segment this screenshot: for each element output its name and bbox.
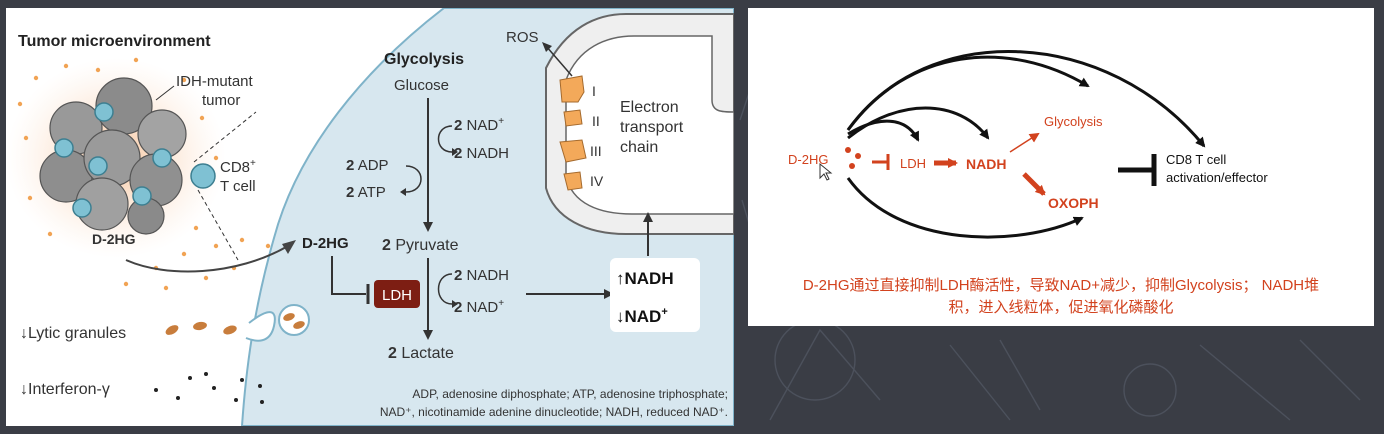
membrane-pocket: [245, 311, 276, 342]
footnote-line2: NAD⁺, nicotinamide adenine dinucleotide;…: [380, 405, 728, 419]
cd8-line2: activation/effector: [1166, 170, 1268, 185]
ros-arrow: [545, 45, 573, 77]
nadh-up-label: ↑NADH: [616, 269, 674, 288]
d2hg-entry-arrowhead: [282, 240, 296, 254]
complex-IV: IV: [590, 173, 604, 189]
cd8-line1: CD8 T cell: [1166, 152, 1226, 167]
tumor-cd8-cells: [54, 102, 172, 218]
atp-label: 2 ATP: [346, 184, 386, 201]
oxoph-label: OXOPH: [1048, 195, 1099, 211]
pyruvate-label: 2 Pyruvate: [382, 237, 459, 254]
figure-panel-right: D-2HG LDH NADH Glycolysis OXOPH CD8 T ce…: [748, 8, 1374, 326]
nadh-to-glycolysis-arrow: [1009, 132, 1040, 153]
lactate-arrowhead: [423, 330, 433, 340]
ros-label: ROS: [506, 29, 539, 46]
lytic-granules-icons: [165, 321, 237, 335]
mitochondrion-inner: [565, 35, 734, 215]
nadh-label: NADH: [966, 156, 1006, 172]
d2hg-left-label: D-2HG: [92, 231, 136, 247]
lactate-label: 2 Lactate: [388, 345, 454, 362]
to-nadh-box-arrowhead: [604, 289, 614, 299]
adp-label: 2 ADP: [346, 157, 389, 174]
cd8-label-line2: T cell: [220, 178, 256, 195]
d2hg-mid-label: D-2HG: [302, 235, 349, 252]
ldh-box-label: LDH: [382, 287, 412, 304]
complex-III: III: [590, 143, 602, 159]
interferon-label: ↓Interferon-γ: [20, 381, 110, 398]
idh-mutant-tumor-icon: [39, 77, 187, 235]
complex-I: I: [592, 83, 596, 99]
lytic-granules-label: ↓Lytic granules: [20, 325, 126, 342]
ldh-inhibition-line: [331, 256, 366, 295]
etc-label-3: chain: [620, 139, 658, 156]
idh-label-line1: IDH-mutant: [176, 73, 254, 90]
ldh-label: LDH: [900, 156, 926, 171]
nad-down-label: ↓NAD+: [616, 306, 668, 326]
interferon-dots: [154, 372, 264, 404]
nadh-nad-box: [610, 258, 700, 332]
mouse-cursor-icon: [819, 162, 833, 181]
etc-label-2: transport: [620, 119, 684, 136]
idh-label-line2: tumor: [202, 92, 240, 109]
etc-label-1: Electron: [620, 99, 679, 116]
nadh-to-mito-arrowhead: [643, 212, 653, 222]
adp-atp-reaction: [405, 165, 422, 193]
d2hg-dots: [17, 57, 271, 291]
zoom-line-top: [193, 111, 257, 163]
nadh-bottom-arrowhead: [452, 300, 458, 308]
caption-line2: 积，进入线粒体，促进氧化磷酸化: [948, 299, 1173, 316]
cd8-label-line1: CD8+: [220, 158, 256, 176]
figure-panel-left: Tumor microenvironment IDH-mutant tumor …: [6, 8, 734, 426]
ldh-box: [374, 280, 420, 308]
effect-arrows: [846, 50, 1206, 239]
caption-line1: D-2HG通过直接抑制LDH酶活性，导致NAD+减少，抑制Glycolysis；…: [803, 277, 1319, 294]
ros-arrowhead: [542, 42, 552, 52]
nad-top-reaction: [437, 125, 453, 153]
d2hg-dots-icon: [845, 147, 861, 169]
nadh-bottom-reaction: [437, 273, 453, 305]
lytic-vesicle: [278, 304, 310, 336]
electron-transport-complexes: [559, 75, 587, 191]
footnote-line1: ADP, adenosine diphosphate; ATP, adenosi…: [412, 387, 728, 401]
nadh-bottom: 2 NADH: [454, 267, 509, 284]
nadh-top: 2 NADH: [454, 145, 509, 162]
nad-plus-bottom: 2 NAD+: [454, 298, 504, 316]
adp-atp-arrowhead: [400, 188, 406, 196]
cd8-t-cell-icon: [190, 163, 216, 189]
d2hg-entry-arrow: [125, 245, 289, 273]
d2hg-label: D-2HG: [788, 152, 828, 167]
glucose-label: Glucose: [394, 77, 449, 94]
glycolysis-label: Glycolysis: [1044, 114, 1103, 129]
complex-II: II: [592, 113, 600, 129]
nad-plus-top: 2 NAD+: [454, 116, 504, 134]
idh-callout-line: [155, 85, 175, 101]
pyruvate-arrowhead: [423, 222, 433, 232]
nadh-to-oxoph-arrow: [1022, 172, 1046, 196]
nad-top-reaction-arrowhead: [452, 148, 458, 156]
glycolysis-title: Glycolysis: [384, 51, 464, 68]
left-panel-title: Tumor microenvironment: [18, 33, 211, 50]
